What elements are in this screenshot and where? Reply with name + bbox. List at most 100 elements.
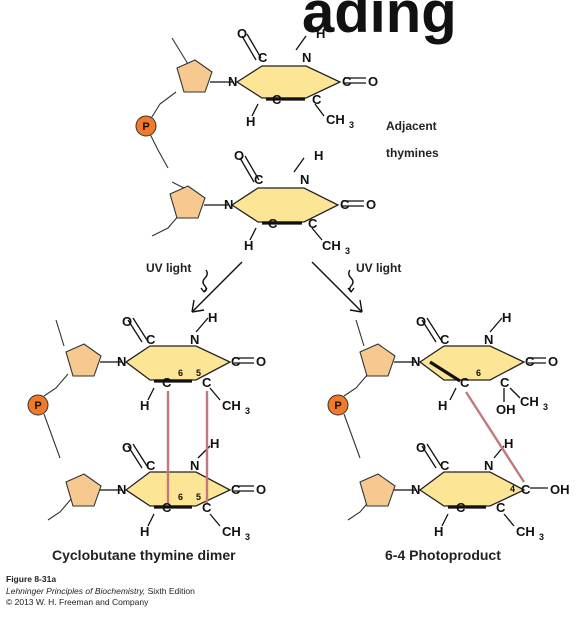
- svg-text:O: O: [122, 314, 132, 329]
- svg-text:CH: CH: [326, 112, 345, 127]
- svg-text:N: N: [228, 74, 237, 89]
- svg-text:N: N: [484, 458, 493, 473]
- svg-text:OH: OH: [496, 402, 516, 417]
- photoproduct-upper-ring: O C N H N C O C C 6 H OH CH 3: [359, 310, 558, 417]
- svg-text:C: C: [231, 354, 241, 369]
- svg-text:3: 3: [539, 532, 544, 542]
- phosphate-photoproduct: [327, 394, 349, 416]
- photoproduct-title: 6-4 Photoproduct: [385, 547, 501, 563]
- svg-text:H: H: [140, 398, 149, 413]
- svg-text:N: N: [190, 458, 199, 473]
- svg-text:C: C: [440, 458, 450, 473]
- svg-text:H: H: [246, 114, 255, 129]
- upper-sugar: [176, 59, 213, 93]
- dimer-lower-ring: O C N H N C O C C 6 5 H CH 3: [65, 436, 266, 542]
- svg-text:O: O: [368, 74, 378, 89]
- svg-text:H: H: [438, 398, 447, 413]
- svg-text:3: 3: [543, 402, 548, 412]
- svg-text:C: C: [146, 458, 156, 473]
- svg-text:5: 5: [196, 368, 201, 378]
- book-credit: Lehninger Principles of Biochemistry, Si…: [6, 586, 195, 596]
- svg-text:C: C: [202, 500, 212, 515]
- svg-text:CH: CH: [516, 524, 535, 539]
- svg-text:O: O: [256, 482, 266, 497]
- svg-text:C: C: [456, 500, 466, 515]
- svg-text:N: N: [224, 197, 233, 212]
- uv-arrow-left: [191, 261, 243, 313]
- adjacent-label-1: Adjacent: [386, 119, 437, 133]
- svg-text:3: 3: [349, 120, 354, 130]
- svg-text:N: N: [302, 50, 311, 65]
- svg-text:C: C: [460, 375, 470, 390]
- dimer-backbone: [43, 319, 73, 521]
- adjacent-label-2: thymines: [386, 146, 439, 160]
- lower-sugar: [169, 185, 206, 219]
- phosphate-photoproduct-label: P: [334, 400, 341, 412]
- uv-arrow-right: [311, 261, 363, 313]
- phosphate-dimer-label: P: [34, 400, 41, 412]
- svg-text:C: C: [496, 500, 506, 515]
- svg-text:N: N: [117, 482, 126, 497]
- svg-text:N: N: [117, 354, 126, 369]
- svg-text:6: 6: [178, 492, 183, 502]
- svg-text:O: O: [416, 314, 426, 329]
- svg-text:H: H: [210, 436, 219, 451]
- svg-text:N: N: [190, 332, 199, 347]
- svg-text:N: N: [300, 172, 309, 187]
- svg-text:O: O: [416, 440, 426, 455]
- svg-text:C: C: [312, 92, 322, 107]
- svg-text:C: C: [521, 482, 531, 497]
- svg-text:OH: OH: [550, 482, 570, 497]
- top-backbone: [149, 37, 189, 237]
- heading-fragment: ading: [302, 0, 457, 45]
- svg-text:C: C: [162, 500, 172, 515]
- lower-ring: [230, 187, 340, 223]
- crosslink-6-4: [464, 391, 526, 483]
- svg-text:6: 6: [178, 368, 183, 378]
- phosphate-top-label: P: [142, 121, 149, 133]
- dimer-title: Cyclobutane thymine dimer: [52, 547, 236, 563]
- svg-text:C: C: [268, 216, 278, 231]
- svg-text:C: C: [308, 216, 318, 231]
- uv-light-right: UV light: [356, 261, 401, 275]
- phosphate-top: [135, 115, 157, 137]
- svg-text:O: O: [256, 354, 266, 369]
- svg-text:O: O: [234, 148, 244, 163]
- svg-text:O: O: [548, 354, 558, 369]
- svg-text:N: N: [411, 482, 420, 497]
- svg-text:H: H: [244, 238, 253, 253]
- svg-text:C: C: [342, 74, 352, 89]
- svg-text:H: H: [314, 148, 323, 163]
- svg-text:3: 3: [345, 246, 350, 256]
- svg-text:C: C: [525, 354, 535, 369]
- svg-text:6: 6: [476, 368, 481, 378]
- svg-text:3: 3: [245, 532, 250, 542]
- svg-text:CH: CH: [222, 524, 241, 539]
- svg-text:O: O: [237, 26, 247, 41]
- svg-text:C: C: [254, 172, 264, 187]
- svg-text:C: C: [231, 482, 241, 497]
- upper-ring: [235, 65, 342, 99]
- svg-text:H: H: [502, 310, 511, 325]
- svg-text:C: C: [202, 375, 212, 390]
- phosphate-dimer: [27, 394, 49, 416]
- svg-text:5: 5: [196, 492, 201, 502]
- svg-text:C: C: [258, 50, 268, 65]
- svg-text:H: H: [140, 524, 149, 539]
- svg-text:CH: CH: [322, 238, 341, 253]
- svg-text:H: H: [316, 26, 325, 41]
- svg-text:O: O: [366, 197, 376, 212]
- svg-text:N: N: [484, 332, 493, 347]
- svg-text:N: N: [411, 354, 420, 369]
- svg-text:C: C: [440, 332, 450, 347]
- figure-number: Figure 8-31a: [6, 574, 56, 584]
- svg-text:C: C: [340, 197, 350, 212]
- svg-text:O: O: [122, 440, 132, 455]
- copyright: © 2013 W. H. Freeman and Company: [6, 597, 149, 607]
- svg-text:CH: CH: [222, 398, 241, 413]
- svg-text:4: 4: [510, 484, 515, 494]
- svg-text:H: H: [208, 310, 217, 325]
- upper-thymine: O C N H N C O C C H CH 3: [176, 26, 378, 130]
